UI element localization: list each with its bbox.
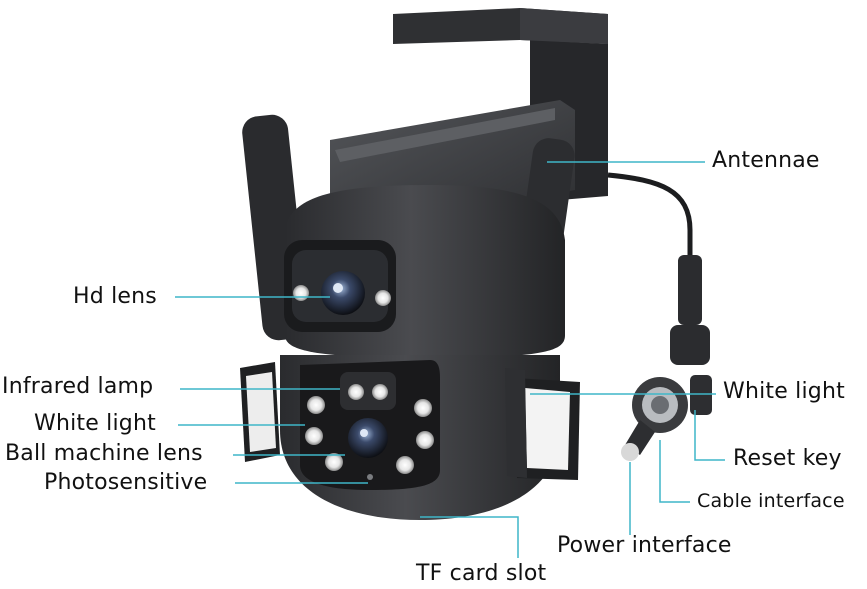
label-power-interface: Power interface — [557, 533, 732, 558]
hd-lens — [321, 271, 365, 315]
infrared-lamp-1 — [348, 384, 364, 400]
label-white-light-right: White light — [723, 379, 845, 404]
cable-connectors — [621, 375, 712, 461]
white-light-leds — [305, 396, 434, 474]
label-antennae: Antennae — [712, 148, 820, 173]
label-photosensitive: Photosensitive — [44, 470, 208, 495]
infrared-lamp-2 — [372, 384, 388, 400]
label-tf-card-slot: TF card slot — [416, 561, 547, 586]
label-infrared-lamp: Infrared lamp — [2, 374, 154, 399]
label-reset-key: Reset key — [733, 446, 842, 471]
label-cable-interface: Cable interface — [697, 490, 845, 512]
label-ball-machine-lens: Ball machine lens — [5, 441, 203, 466]
photosensitive-sensor — [367, 474, 373, 480]
label-hd-lens: Hd lens — [73, 284, 157, 309]
label-white-light-left: White light — [34, 411, 156, 436]
cable — [607, 172, 693, 330]
hd-led-left — [293, 285, 309, 301]
leader-lines — [175, 161, 725, 558]
hd-led-right — [375, 290, 391, 306]
ball-machine-lens — [348, 418, 388, 458]
